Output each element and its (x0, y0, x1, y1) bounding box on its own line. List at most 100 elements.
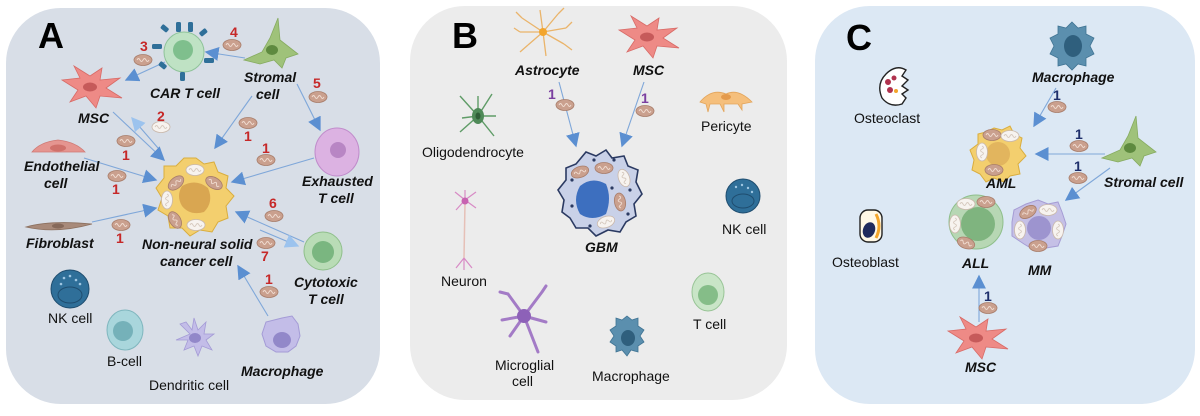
label-fibroblast: Fibroblast (26, 235, 95, 251)
label-cytotoxic-1: Cytotoxic (294, 274, 358, 290)
arrow-cancer-to-msc (131, 116, 159, 149)
transfer-number: 7 (261, 248, 269, 264)
label-osteoclast: Osteoclast (854, 110, 920, 126)
arrow-macrophage-to-aml (1033, 87, 1057, 128)
label-macrophage-b: Macrophage (592, 368, 670, 384)
label-oligodendrocyte: Oligodendrocyte (422, 144, 524, 160)
mitochondrion-icon (107, 170, 127, 182)
macrophage-icon (609, 315, 645, 357)
osteoblast-icon (859, 209, 883, 243)
transfer-number: 4 (230, 24, 238, 40)
label-b-cell: B-cell (107, 353, 142, 369)
macrophage-icon (261, 315, 301, 353)
transfer-number: 1 (548, 86, 556, 102)
label-nk-cell: NK cell (48, 310, 92, 326)
arrow-stromal-to-cancer (214, 95, 253, 150)
label-cancer-2: cancer cell (160, 253, 233, 269)
transfer-number: 1 (265, 271, 273, 287)
label-gbm: GBM (585, 239, 618, 255)
transfer-number: 1 (122, 147, 130, 163)
label-exhausted-1: Exhausted (302, 173, 373, 189)
arrow-astrocyte-to-gbm (558, 81, 580, 148)
transfer-number: 1 (1074, 158, 1082, 174)
transfer-number: 5 (313, 75, 321, 91)
pericyte-icon (699, 91, 753, 113)
transfer-number: 6 (269, 195, 277, 211)
label-microglial-1: Microglial (495, 357, 554, 373)
mitochondrion-icon (264, 210, 284, 222)
arrow-msc-to-cancer (112, 111, 166, 161)
transfer-number: 1 (262, 140, 270, 156)
transfer-number: 3 (140, 38, 148, 54)
label-endothelial-2: cell (44, 175, 68, 191)
label-stromal-c: Stromal cell (1104, 174, 1184, 190)
panel-b-letter: B (452, 15, 478, 56)
mitochondrion-icon (259, 286, 279, 298)
mitochondrion-icon (308, 91, 328, 103)
transfer-number: 1 (116, 230, 124, 246)
mitochondrion-icon (238, 117, 258, 129)
panel-b: B Astrocyte MSC Oligodendrocyte Pericyte (410, 6, 787, 400)
all-cell-icon (948, 194, 1004, 252)
mitochondrion-icon (256, 154, 276, 166)
mitochondrion-icon (222, 39, 242, 51)
label-endothelial-1: Endothelial (24, 158, 101, 174)
mitochondrion-icon (133, 54, 153, 66)
label-all: ALL (961, 255, 989, 271)
label-macrophage-c: Macrophage (1032, 69, 1115, 85)
label-astrocyte: Astrocyte (514, 62, 580, 78)
panel-a: A CAR T cell Stromal c (6, 8, 380, 404)
panel-a-letter: A (38, 15, 64, 56)
oligodendrocyte-icon (459, 93, 496, 137)
astrocyte-icon (513, 7, 573, 57)
arrow-macrophage-to-cancer (237, 264, 269, 317)
transfer-number: 1 (1075, 126, 1083, 142)
mitochondrion-icon (1068, 172, 1088, 184)
label-car-t-cell: CAR T cell (150, 85, 221, 101)
label-pericyte: Pericyte (701, 118, 752, 134)
arrow-cancer-to-cytotoxic (259, 229, 300, 248)
mitochondrion-icon (1069, 140, 1089, 152)
panel-c-letter: C (846, 17, 872, 58)
arrow-fibroblast-to-cancer (91, 203, 158, 223)
mitochondrion-icon (635, 105, 655, 117)
b-cell-icon (106, 309, 144, 351)
label-msc: MSC (78, 110, 110, 126)
cytotoxic-t-cell-icon (303, 231, 343, 271)
nk-cell-icon (50, 269, 90, 309)
label-exhausted-2: T cell (318, 190, 355, 206)
cancer-cell-icon (155, 157, 235, 237)
arrow-car-to-msc (124, 61, 166, 82)
panel-c: C Macrophage Osteoclast AML (815, 6, 1195, 404)
neuron-icon (454, 190, 477, 270)
aml-cell-icon (969, 125, 1027, 183)
mitochondrion-icon (555, 99, 575, 111)
label-cancer-1: Non-neural solid (142, 236, 253, 252)
arrow-msc-to-gbm (619, 81, 645, 148)
nk-cell-icon (725, 178, 761, 214)
car-t-cell-icon (152, 22, 214, 81)
label-stromal-2: cell (256, 86, 280, 102)
gbm-cell-icon (557, 148, 643, 237)
label-cytotoxic-2: T cell (308, 291, 345, 307)
panel-c-background (815, 6, 1195, 404)
label-dendritic-cell: Dendritic cell (149, 377, 229, 393)
arrow-stromal-to-car (204, 46, 246, 61)
transfer-number: 2 (157, 108, 165, 124)
label-mm: MM (1028, 262, 1052, 278)
endothelial-cell-icon (31, 139, 86, 153)
mitochondrion-icon (1047, 101, 1067, 113)
label-t-cell-b: T cell (693, 316, 726, 332)
dendritic-cell-icon (175, 317, 216, 358)
mitochondrion-icon (111, 219, 131, 231)
label-aml: AML (985, 175, 1016, 191)
microglial-cell-icon (498, 284, 548, 354)
mitochondrion-icon (116, 135, 136, 147)
macrophage-icon (1049, 21, 1095, 71)
arrow-exhausted-to-cancer (230, 157, 315, 186)
exhausted-t-cell-icon (314, 127, 360, 177)
mitochondrion-icon (256, 237, 276, 249)
label-msc-c: MSC (965, 359, 997, 375)
label-macrophage: Macrophage (241, 363, 324, 379)
